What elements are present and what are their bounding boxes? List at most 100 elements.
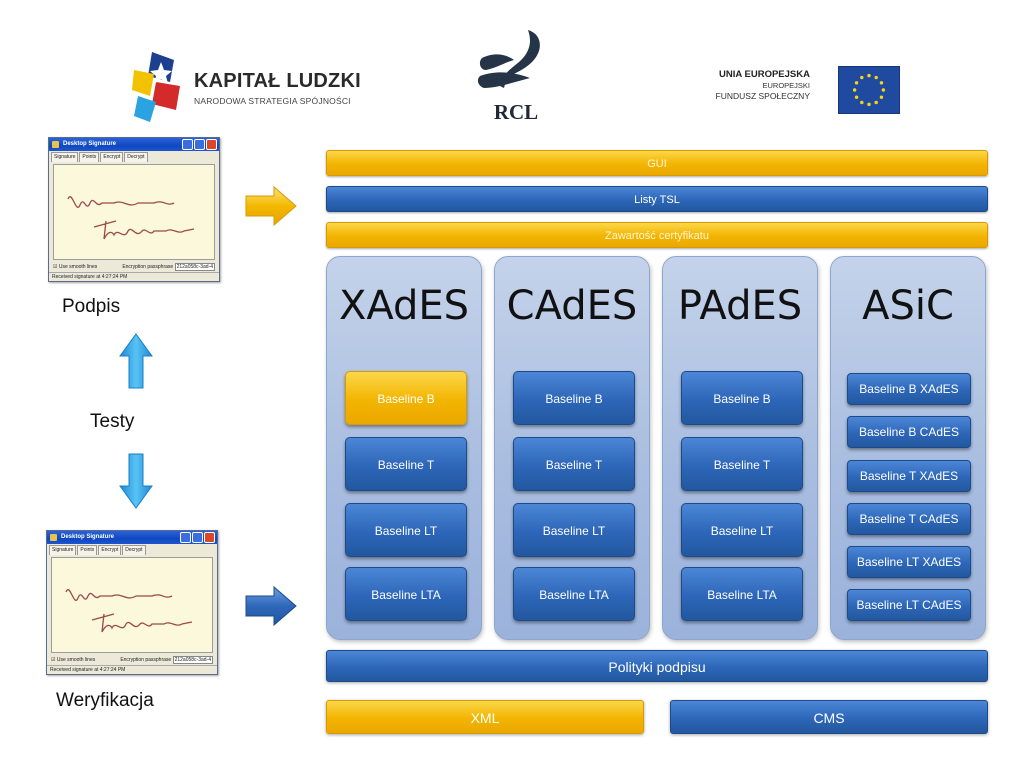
arrow-right-yellow-icon [245,185,297,227]
signature-pad[interactable] [51,557,213,653]
tab-decrypt[interactable]: Decrypt [122,545,146,555]
eu-line3: FUNDUSZ SPOŁECZNY [715,91,810,101]
close-icon[interactable] [204,532,215,543]
column-title: ASiC [862,283,954,329]
smooth-lines-label: Use smooth lines [56,657,96,663]
xades-baseline-b[interactable]: Baseline B [345,371,467,425]
passphrase-field[interactable]: 212a058c-3ad-4 [172,656,213,664]
eu-star [881,88,886,92]
asic-baseline-b-xades[interactable]: Baseline B XAdES [847,373,971,405]
eu-star [874,100,878,105]
certificate-layer: Zawartość certyfikatu [326,222,988,248]
eu-line2: EUROPEJSKI [762,81,810,90]
rcl-text: RCL [493,100,539,124]
column-title: CAdES [506,283,638,329]
window-tabs: Signature Points Encrypt Decrypt [49,151,219,162]
passphrase-label: Encryption passphrase [122,264,174,270]
eu-star [852,88,857,92]
column-title: PAdES [677,283,803,329]
xades-baseline-t[interactable]: Baseline T [345,437,467,491]
pades-column: PAdES Baseline B Baseline T Baseline LT … [662,256,818,640]
xades-column: XAdES Baseline B Baseline T Baseline LT … [326,256,482,640]
asic-baseline-lt-cades[interactable]: Baseline LT CAdES [847,589,971,621]
pades-baseline-b[interactable]: Baseline B [681,371,803,425]
rcl-quill-icon [477,30,540,88]
cms-format: CMS [670,700,988,734]
asic-column: ASiC Baseline B XAdES Baseline B CAdES B… [830,256,986,640]
arrow-right-blue-icon [245,585,297,627]
cades-column: CAdES Baseline B Baseline T Baseline LT … [494,256,650,640]
maximize-icon[interactable] [192,532,203,543]
tab-signature[interactable]: Signature [51,152,79,162]
cades-baseline-t[interactable]: Baseline T [513,437,635,491]
asic-baseline-b-cades[interactable]: Baseline B CAdES [847,416,971,448]
tab-points[interactable]: Points [79,152,100,162]
app-icon [50,534,57,541]
eu-star [874,75,878,80]
eu-star [867,102,871,107]
cades-baseline-b[interactable]: Baseline B [513,371,635,425]
smooth-lines-label: Use smooth lines [58,264,98,270]
app-icon [52,141,59,148]
status-bar: Received signature at 4:27:24 PM [49,272,219,281]
arrow-down-icon [119,453,153,509]
signature-pad[interactable] [53,164,215,260]
kapital-ludzki-subtitle: NARODOWA STRATEGIA SPÓJNOŚCI [194,96,351,106]
asic-baseline-lt-xades[interactable]: Baseline LT XAdES [847,546,971,578]
asic-baseline-t-cades[interactable]: Baseline T CAdES [847,503,971,535]
eu-flag-icon [838,66,900,114]
kapital-ludzki-logo: KAPITAŁ LUDZKI NARODOWA STRATEGIA SPÓJNO… [130,52,380,122]
minimize-icon[interactable] [182,139,193,150]
tab-encrypt[interactable]: Encrypt [98,545,122,555]
maximize-icon[interactable] [194,139,205,150]
close-icon[interactable] [206,139,217,150]
window-title: Desktop Signature [63,141,117,147]
rcl-logo: RCL [470,28,560,128]
xml-format: XML [326,700,644,734]
window-titlebar: Desktop Signature [47,531,217,544]
smooth-lines-option[interactable]: ☑ Use smooth lines [51,657,96,663]
eu-logo: UNIA EUROPEJSKA EUROPEJSKI FUNDUSZ SPOŁE… [700,66,900,118]
eu-star [879,95,884,99]
kapital-ludzki-emblem-icon [132,52,180,122]
pades-baseline-t[interactable]: Baseline T [681,437,803,491]
status-bar: Received signature at 4:27:24 PM [47,665,217,674]
xades-baseline-lt[interactable]: Baseline LT [345,503,467,557]
signature-policy-layer: Polityki podpisu [326,650,988,682]
eu-star [867,73,871,78]
column-title: XAdES [338,283,470,329]
pades-baseline-lt[interactable]: Baseline LT [681,503,803,557]
handwritten-signature [67,196,195,240]
pades-baseline-lta[interactable]: Baseline LTA [681,567,803,621]
window-titlebar: Desktop Signature [49,138,219,151]
eu-line1: UNIA EUROPEJSKA [719,69,810,80]
caption-weryfikacja: Weryfikacja [56,690,154,711]
eu-star [860,75,864,80]
cades-baseline-lta[interactable]: Baseline LTA [513,567,635,621]
xades-baseline-lta[interactable]: Baseline LTA [345,567,467,621]
caption-podpis: Podpis [62,296,121,317]
gui-layer: GUI [326,150,988,176]
cades-baseline-lt[interactable]: Baseline LT [513,503,635,557]
eu-star [854,95,859,99]
window-tabs: Signature Points Encrypt Decrypt [47,544,217,555]
asic-baseline-t-xades[interactable]: Baseline T XAdES [847,460,971,492]
tsl-layer: Listy TSL [326,186,988,212]
minimize-icon[interactable] [180,532,191,543]
kapital-ludzki-title: KAPITAŁ LUDZKI [194,70,361,92]
eu-star [879,81,884,85]
smooth-lines-option[interactable]: ☑ Use smooth lines [53,264,98,270]
tab-encrypt[interactable]: Encrypt [100,152,124,162]
tab-decrypt[interactable]: Decrypt [124,152,148,162]
passphrase-field[interactable]: 212a058c-3ad-4 [174,263,215,271]
tab-points[interactable]: Points [77,545,98,555]
signature-window-top: Desktop Signature Signature Points Encry… [48,137,220,282]
signature-window-bottom: Desktop Signature Signature Points Encry… [46,530,218,675]
eu-star [854,81,859,85]
window-title: Desktop Signature [61,534,115,540]
arrow-up-icon [119,333,153,389]
passphrase-label: Encryption passphrase [120,657,172,663]
tab-signature[interactable]: Signature [49,545,77,555]
eu-star [860,100,864,105]
handwritten-signature [65,589,193,633]
